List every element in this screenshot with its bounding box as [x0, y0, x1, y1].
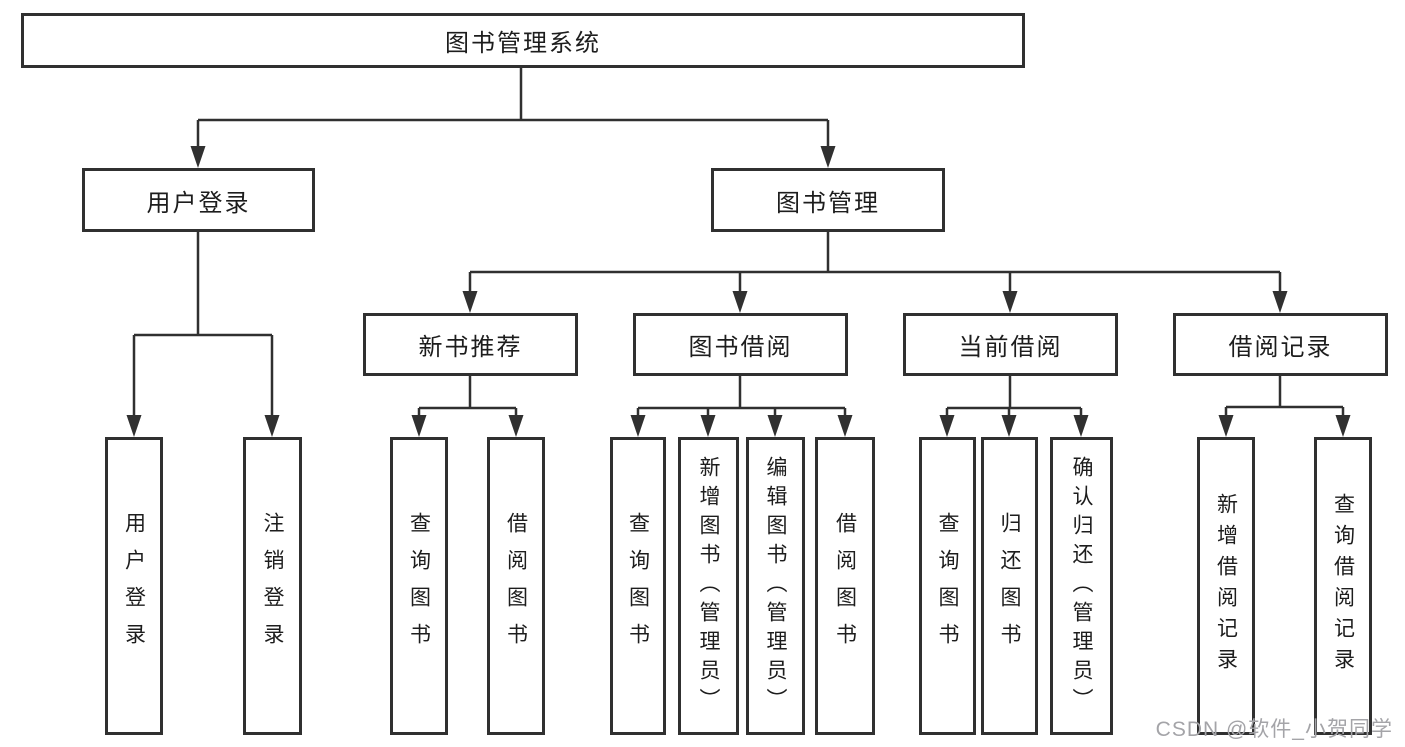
- node-label: 用户登录: [146, 189, 251, 217]
- leaf-label: 查询借阅记录: [1331, 493, 1355, 679]
- leaf-label: 新增借阅记录: [1214, 493, 1238, 679]
- node-book-management: 图书管理: [711, 168, 945, 232]
- leaf-label: 查询图书: [936, 512, 959, 660]
- leaf-add-borrow-record: 新增借阅记录: [1197, 437, 1255, 735]
- leaf-confirm-return-admin: 确认归还（管理员）: [1050, 437, 1113, 735]
- leaf-label: 借阅图书: [504, 512, 528, 660]
- leaf-query-books-borrow: 查询图书: [610, 437, 666, 735]
- node-label: 借阅记录: [1228, 334, 1333, 361]
- node-label: 新书推荐: [418, 334, 523, 361]
- leaf-borrow-books-recommend: 借阅图书: [487, 437, 545, 735]
- node-current-borrowing: 当前借阅: [903, 313, 1118, 376]
- leaf-label: 编辑图书（管理员）: [764, 455, 787, 717]
- leaf-label: 确认归还（管理员）: [1070, 455, 1093, 717]
- node-label: 图书管理系统: [445, 30, 601, 57]
- leaf-query-borrow-record: 查询借阅记录: [1314, 437, 1372, 735]
- csdn-watermark: CSDN @软件_小贺同学: [1155, 718, 1393, 741]
- leaf-query-books-recommend: 查询图书: [390, 437, 448, 735]
- node-label: 当前借阅: [958, 334, 1063, 361]
- leaf-label: 借阅图书: [833, 512, 857, 660]
- node-label: 图书管理: [776, 189, 880, 217]
- node-new-book-recommendation: 新书推荐: [363, 313, 578, 376]
- leaf-return-books: 归还图书: [981, 437, 1038, 735]
- leaf-query-books-current: 查询图书: [919, 437, 976, 735]
- leaf-label: 查询图书: [407, 512, 431, 660]
- leaf-label: 用户登录: [122, 512, 146, 660]
- node-label: 图书借阅: [688, 334, 793, 361]
- leaf-user-login: 用户登录: [105, 437, 163, 735]
- leaf-label: 查询图书: [626, 512, 650, 660]
- leaf-label: 归还图书: [998, 512, 1021, 660]
- node-library-management-system: 图书管理系统: [21, 13, 1025, 68]
- leaf-label: 新增图书（管理员）: [697, 455, 720, 717]
- leaf-edit-books-admin: 编辑图书（管理员）: [746, 437, 805, 735]
- leaf-borrow-books: 借阅图书: [815, 437, 875, 735]
- leaf-add-books-admin: 新增图书（管理员）: [678, 437, 739, 735]
- leaf-logout: 注销登录: [243, 437, 302, 735]
- node-user-login: 用户登录: [82, 168, 315, 232]
- node-borrowing-records: 借阅记录: [1173, 313, 1388, 376]
- node-book-borrowing: 图书借阅: [633, 313, 848, 376]
- leaf-label: 注销登录: [261, 512, 284, 660]
